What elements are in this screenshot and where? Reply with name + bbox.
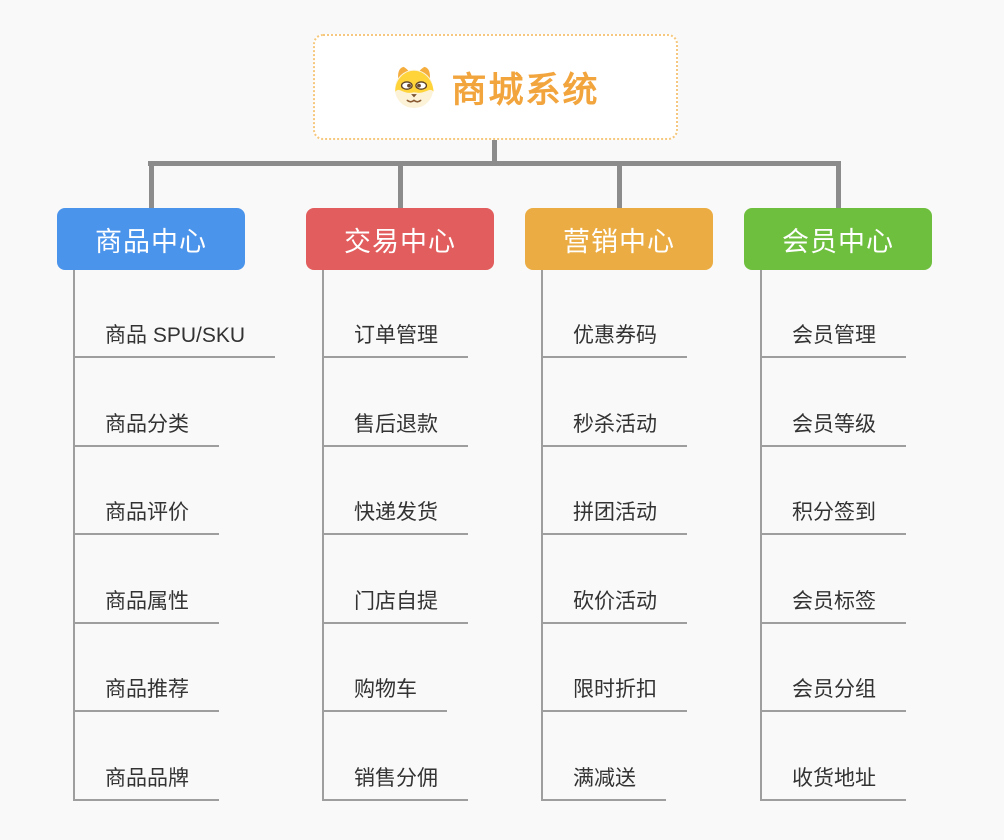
- sub-topic[interactable]: 收货地址: [760, 768, 906, 801]
- sub-topic[interactable]: 售后退款: [322, 414, 468, 447]
- branch: 商品中心 商品 SPU/SKU 商品分类商品评价商品属性商品推荐商品品牌: [57, 161, 276, 801]
- sub-topic[interactable]: 商品品牌: [73, 768, 219, 801]
- branch-node-3[interactable]: 营销中心: [525, 208, 713, 270]
- sub-topic[interactable]: 商品 SPU/SKU: [73, 325, 276, 358]
- sub-topic[interactable]: 购物车: [322, 679, 447, 712]
- branch-node-1[interactable]: 商品中心: [57, 208, 245, 270]
- dog-face-icon: [395, 66, 435, 109]
- sub-topic[interactable]: 订单管理: [322, 325, 468, 358]
- sub-topic[interactable]: 满减送: [541, 768, 666, 801]
- sub-topic[interactable]: 商品属性: [73, 591, 219, 624]
- sub-topic[interactable]: 商品推荐: [73, 679, 219, 712]
- sub-topic[interactable]: 商品评价: [73, 502, 219, 535]
- connector-horizontal-bar: [148, 161, 841, 166]
- sub-topic[interactable]: 会员分组: [760, 679, 906, 712]
- sub-topic[interactable]: 会员等级: [760, 414, 906, 447]
- sub-topic[interactable]: 快递发货: [322, 502, 468, 535]
- sub-topic[interactable]: 会员标签: [760, 591, 906, 624]
- branch: 交易中心 订单管理售后退款快递发货门店自提购物车销售分佣: [306, 161, 494, 801]
- sub-topic[interactable]: 限时折扣: [541, 679, 687, 712]
- sub-topic[interactable]: 优惠券码: [541, 325, 687, 358]
- branch-node-4[interactable]: 会员中心: [744, 208, 932, 270]
- root-title: 商城系统: [451, 70, 600, 110]
- connector-branch-drop: [398, 161, 403, 208]
- sub-topic[interactable]: 会员管理: [760, 325, 906, 358]
- sub-topic[interactable]: 积分签到: [760, 502, 906, 535]
- sub-topic[interactable]: 拼团活动: [541, 502, 687, 535]
- sub-topic[interactable]: 销售分佣: [322, 768, 468, 801]
- branch: 营销中心 优惠券码秒杀活动拼团活动砍价活动限时折扣满减送: [525, 161, 713, 801]
- connector-branch-drop: [617, 161, 622, 208]
- branch-node-2[interactable]: 交易中心: [306, 208, 494, 270]
- root-node[interactable]: 商城系统: [313, 34, 678, 140]
- sub-topic[interactable]: 砍价活动: [541, 591, 687, 624]
- branch: 会员中心 会员管理会员等级积分签到会员标签会员分组收货地址: [744, 161, 932, 801]
- connector-branch-drop: [149, 161, 154, 208]
- sub-topic[interactable]: 商品分类: [73, 414, 219, 447]
- connector-root-stub: [492, 140, 497, 166]
- connector-branch-drop: [836, 161, 841, 208]
- sub-topic[interactable]: 秒杀活动: [541, 414, 687, 447]
- sub-topic[interactable]: 门店自提: [322, 591, 468, 624]
